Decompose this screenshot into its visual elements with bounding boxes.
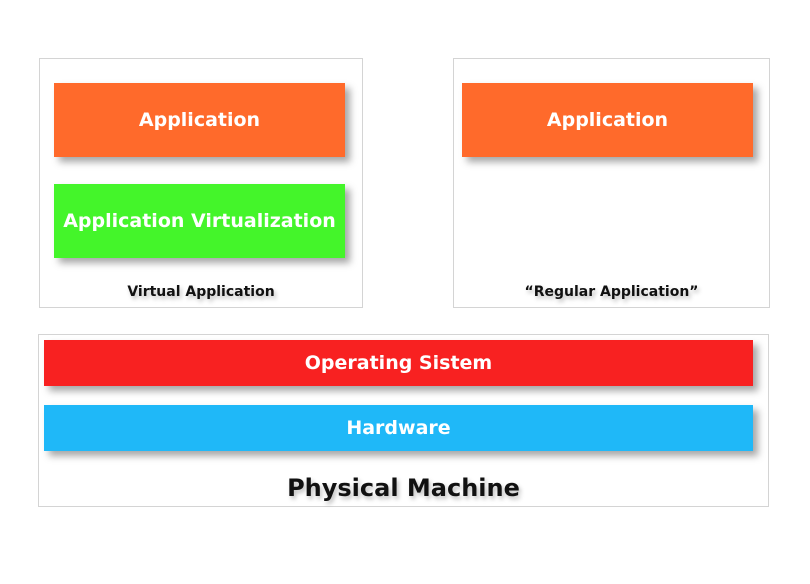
virtual-application-block: Application [54, 83, 345, 157]
operating-system-block: Operating Sistem [44, 340, 753, 386]
regular-application-block: Application [462, 83, 753, 157]
regular-application-caption: “Regular Application” [524, 284, 699, 300]
virtual-application-caption: Virtual Application [127, 284, 275, 300]
hardware-block: Hardware [44, 405, 753, 451]
application-virtualization-block: Application Virtualization [54, 184, 345, 258]
physical-machine-caption: Physical Machine [287, 474, 520, 502]
